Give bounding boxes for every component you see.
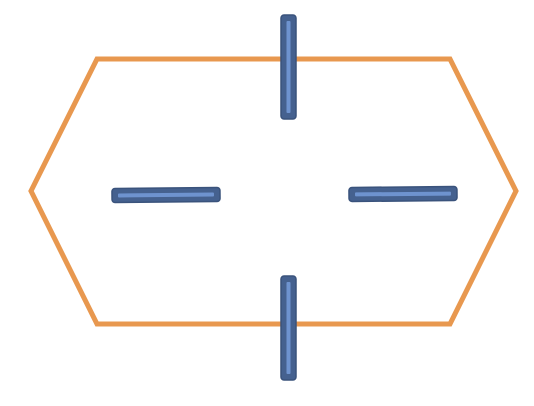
bar-top <box>280 14 297 120</box>
hexagon-outline <box>28 56 519 327</box>
bar-left <box>111 186 221 204</box>
bar-right <box>348 185 458 203</box>
bar-bottom <box>280 275 297 381</box>
